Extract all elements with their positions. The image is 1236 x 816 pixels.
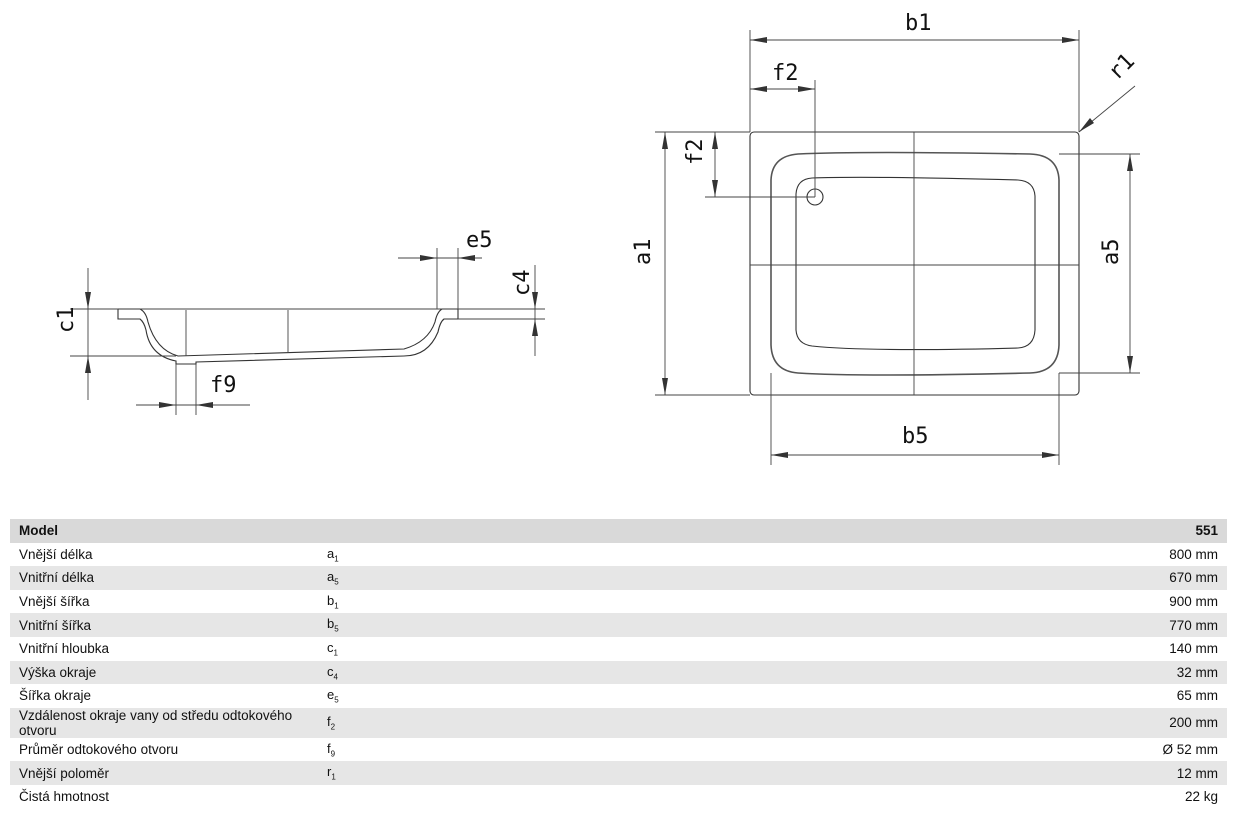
row-label: Vnější šířka bbox=[19, 594, 90, 610]
row-value: 22 kg bbox=[1184, 789, 1218, 805]
row-symbol bbox=[318, 785, 576, 809]
row-symbol: e5 bbox=[327, 687, 339, 705]
row-symbol: f9 bbox=[327, 740, 336, 759]
row-label: Vnější délka bbox=[19, 546, 93, 562]
header-model-value: 551 bbox=[576, 519, 1227, 543]
row-symbol: b1 bbox=[327, 592, 339, 611]
inner-basin-floor bbox=[795, 176, 1036, 351]
row-value: 65 mm bbox=[1176, 688, 1218, 704]
row-value: 770 mm bbox=[576, 613, 1227, 637]
row-label: Vnější poloměr bbox=[10, 761, 318, 785]
label-c4: c4 bbox=[510, 270, 535, 297]
label-e5: e5 bbox=[466, 228, 493, 253]
row-value: 670 mm bbox=[576, 566, 1227, 590]
spec-table: Model 551 Vnější délka a1 800 mm Vnitřní dé… bbox=[10, 519, 1227, 809]
side-view: c1 f9 e5 c4 bbox=[54, 228, 545, 415]
tray-profile-outer bbox=[117, 308, 459, 365]
table-row: Čistá hmotnost 22 kg bbox=[10, 785, 1227, 809]
row-value: 32 mm bbox=[576, 660, 1227, 685]
table-row: Šířka okraje e5 65 mm bbox=[10, 684, 1227, 708]
label-b5: b5 bbox=[902, 424, 929, 449]
row-label: Vnitřní šířka bbox=[10, 613, 318, 637]
table-row: Vnější šířka b1 900 mm bbox=[10, 590, 1227, 614]
label-a5: a5 bbox=[1099, 239, 1124, 266]
row-value: 800 mm bbox=[1169, 546, 1218, 562]
label-r1: r1 bbox=[1104, 49, 1140, 85]
row-symbol: a1 bbox=[327, 545, 339, 564]
row-symbol: b5 bbox=[318, 613, 576, 637]
table-row: Průměr odtokového otvoru f9 Ø 52 mm bbox=[10, 738, 1227, 762]
row-label: Šířka okraje bbox=[19, 688, 92, 704]
row-value: 900 mm bbox=[1169, 594, 1218, 610]
label-c1: c1 bbox=[54, 307, 79, 334]
technical-drawing: c1 f9 e5 c4 bbox=[54, 11, 1140, 465]
row-label: Průměr odtokového otvoru bbox=[19, 742, 179, 758]
row-value: 200 mm bbox=[576, 707, 1227, 738]
label-b1: b1 bbox=[905, 11, 932, 36]
row-value: 12 mm bbox=[576, 761, 1227, 785]
row-label: Výška okraje bbox=[10, 660, 318, 685]
label-a1: a1 bbox=[631, 239, 656, 266]
table-row: Vnější délka a1 800 mm bbox=[10, 543, 1227, 567]
row-label: Vnitřní hloubka bbox=[19, 641, 110, 657]
label-f2-side: f2 bbox=[683, 139, 708, 166]
row-label: Vzdálenost okraje vany od středu odtokov… bbox=[10, 707, 318, 738]
outer-rim bbox=[749, 131, 1080, 396]
row-symbol: c1 bbox=[327, 639, 338, 658]
header-model-label: Model bbox=[10, 519, 318, 543]
row-symbol: f2 bbox=[318, 707, 576, 738]
inner-basin bbox=[770, 151, 1060, 376]
label-f2-top: f2 bbox=[772, 61, 799, 86]
row-symbol: c4 bbox=[318, 660, 576, 685]
top-view: b1 f2 r1 f2 a1 a5 b5 bbox=[631, 11, 1140, 465]
label-f9: f9 bbox=[210, 373, 237, 398]
row-label: Vnitřní délka bbox=[10, 566, 318, 590]
row-label: Čistá hmotnost bbox=[19, 789, 110, 805]
table-header-row: Model 551 bbox=[10, 519, 1227, 543]
row-value: Ø 52 mm bbox=[1162, 742, 1218, 758]
row-symbol: a5 bbox=[318, 566, 576, 590]
table-row: Vnitřní hloubka c1 140 mm bbox=[10, 637, 1227, 661]
table-row: Vzdálenost okraje vany od středu odtokov… bbox=[10, 707, 1227, 738]
row-value: 140 mm bbox=[1169, 641, 1218, 657]
row-symbol: r1 bbox=[318, 761, 576, 785]
